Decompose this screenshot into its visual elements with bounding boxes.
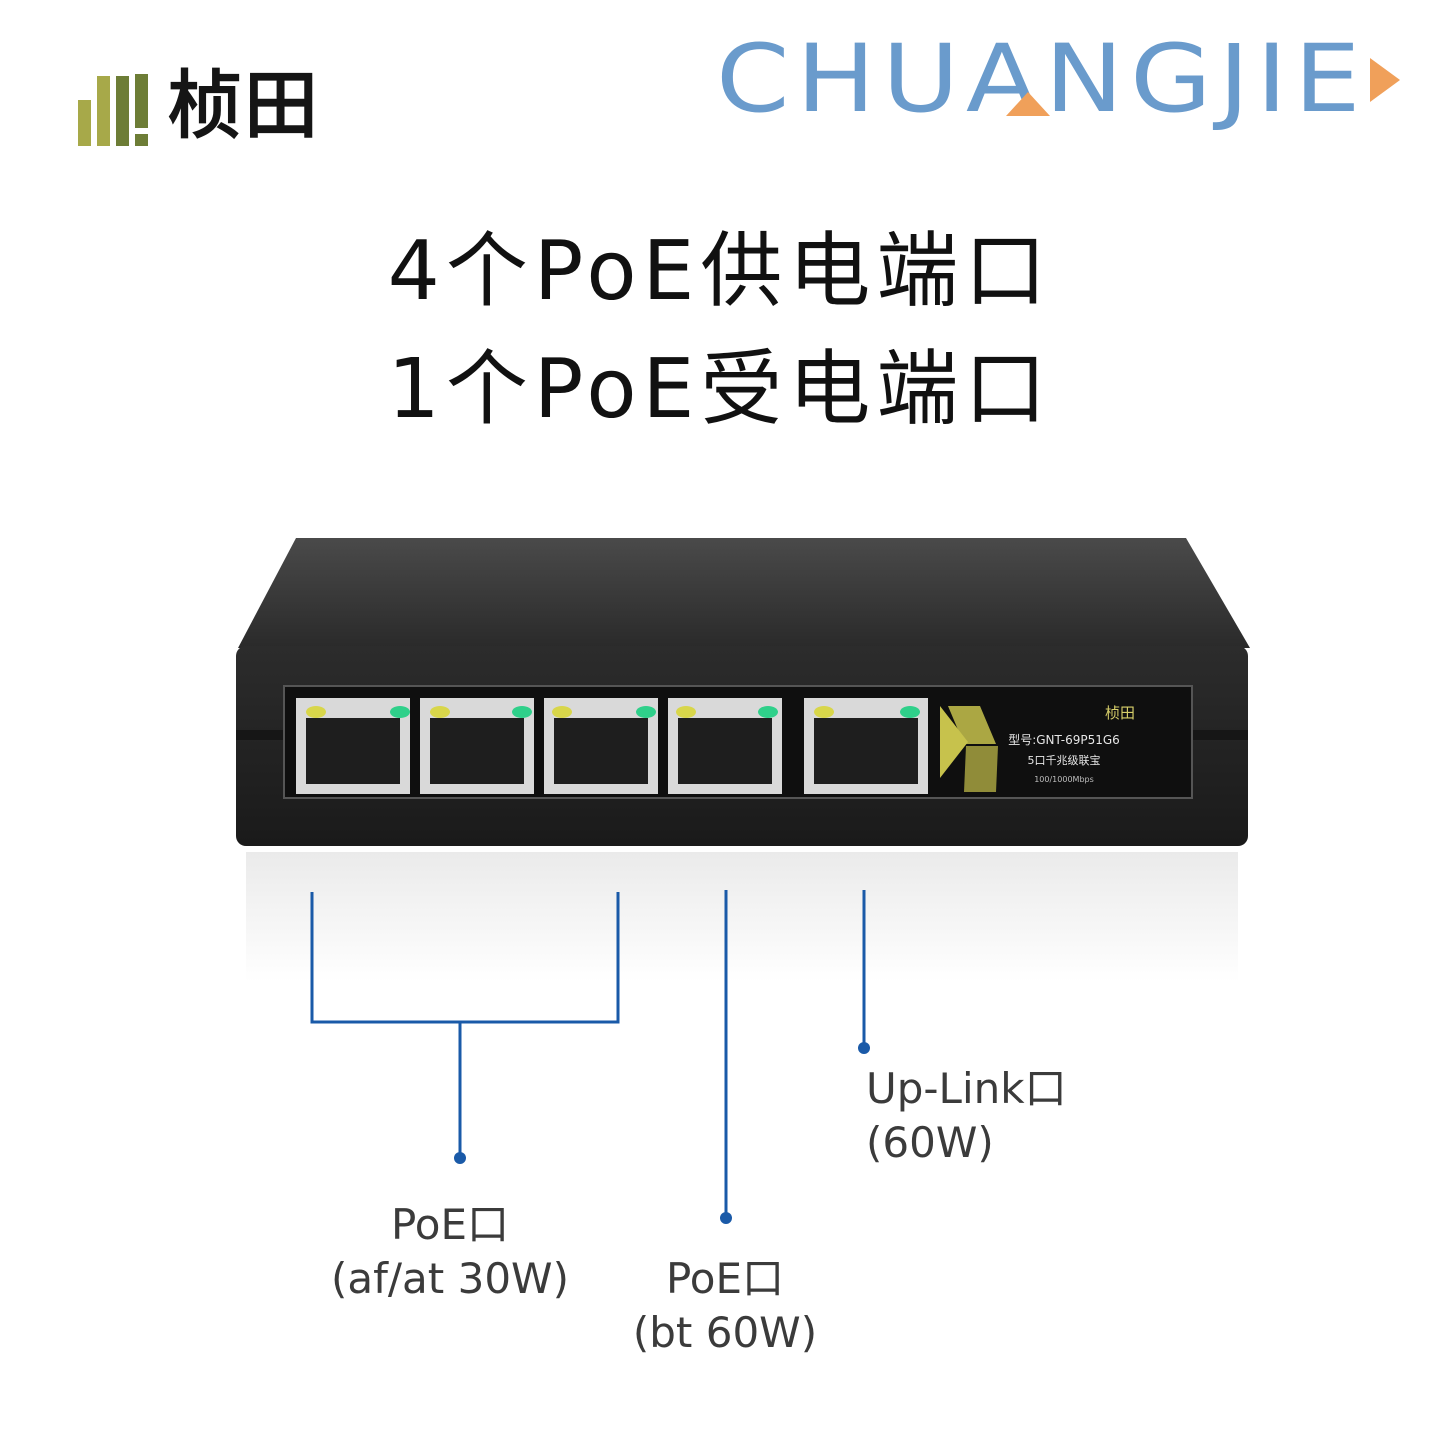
callout-spec: (bt 60W) xyxy=(632,1308,818,1357)
headline-line-2: 1个PoE受电端口 xyxy=(387,342,1053,437)
logo-bar xyxy=(97,76,110,146)
brand-logo-left: 桢田 xyxy=(78,66,320,146)
brand-bars-icon xyxy=(78,74,148,146)
callout-spec: (60W) xyxy=(866,1118,994,1167)
callout-dots xyxy=(454,1042,870,1224)
device-label-model: 型号:GNT-69P51G6 xyxy=(1008,733,1120,747)
logo-exclaim xyxy=(135,74,148,146)
headline-line-1: 4个PoE供电端口 xyxy=(387,224,1053,319)
callout-name: PoE口 xyxy=(665,1254,785,1303)
logo-triangle-icon xyxy=(1006,92,1050,116)
logo-bar xyxy=(116,76,129,146)
logo-play-icon xyxy=(1370,58,1400,102)
callout-label-poe-af-at: PoE口 (af/at 30W) xyxy=(300,1198,600,1306)
logo-bar xyxy=(78,100,91,146)
device-label-brand: 桢田 xyxy=(1105,704,1135,722)
callout-name: Up-Link口 xyxy=(866,1064,1067,1113)
callout-bracket-poe-af-at xyxy=(310,892,620,1024)
callout-label-poe-bt: PoE口 (bt 60W) xyxy=(600,1252,850,1360)
brand-name-left: 桢田 xyxy=(168,63,320,149)
poe-port-1[interactable] xyxy=(296,698,410,794)
callout-lines xyxy=(310,890,866,1218)
callout-spec: (af/at 30W) xyxy=(331,1254,569,1303)
poe-port-2[interactable] xyxy=(420,698,534,794)
poe-port-3[interactable] xyxy=(544,698,658,794)
callout-label-uplink: Up-Link口 (60W) xyxy=(866,1062,1067,1170)
device-top-lid xyxy=(238,538,1250,648)
poe-port-4[interactable] xyxy=(668,698,782,794)
uplink-port[interactable] xyxy=(804,698,928,794)
device-label-desc: 5口千兆级联宝 xyxy=(1028,753,1101,767)
device-reflection xyxy=(246,852,1238,982)
device-label-speed: 100/1000Mbps xyxy=(1034,775,1094,784)
label-diamond-decor xyxy=(940,700,1000,796)
callout-name: PoE口 xyxy=(390,1200,510,1249)
